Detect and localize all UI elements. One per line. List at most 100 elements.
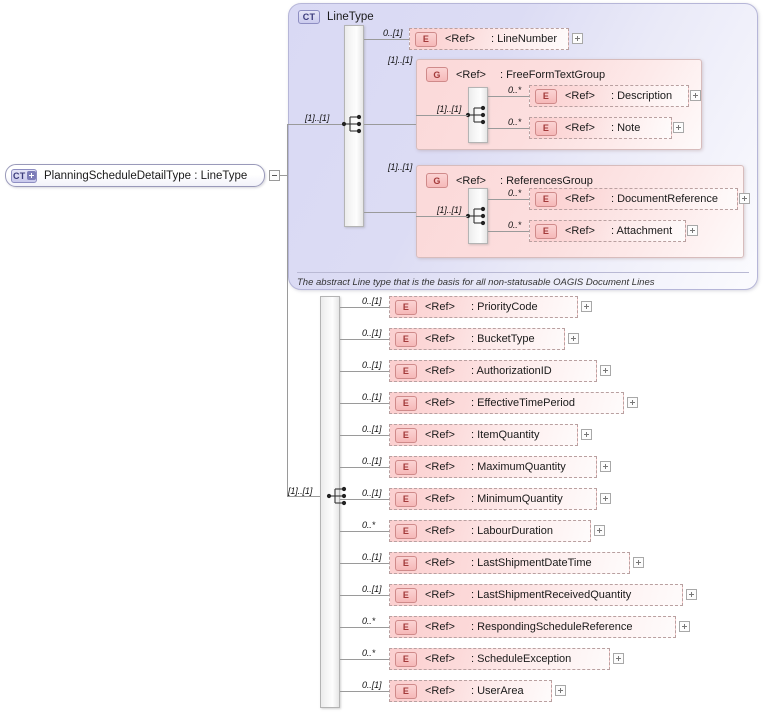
expand-plus-icon[interactable] <box>626 397 638 408</box>
expand-plus-icon[interactable] <box>572 33 583 44</box>
element-ref-text: <Ref> <box>565 90 595 102</box>
element-badge: E <box>395 331 417 347</box>
group-badge: G <box>426 67 448 82</box>
expand-plus-icon[interactable] <box>673 122 684 133</box>
element-ref-text: <Ref> <box>425 461 455 473</box>
element-ref-text: <Ref> <box>425 589 455 601</box>
cardinality-label: 0..[1] <box>362 552 382 562</box>
element-name: : Note <box>611 122 641 134</box>
group-ref-text: <Ref> <box>456 174 486 187</box>
element-ref-labourduration[interactable]: E<Ref>: LabourDuration <box>389 520 591 542</box>
connector <box>280 175 287 176</box>
expand-plus-icon[interactable] <box>687 225 698 236</box>
cardinality-label: 0..[1] <box>362 456 382 466</box>
ct-title: LineType <box>327 11 374 23</box>
element-name: : ScheduleException <box>471 653 572 665</box>
element-name: : MaximumQuantity <box>471 461 566 473</box>
connector <box>287 124 288 496</box>
ct-header: CT LineType <box>298 10 374 24</box>
element-ref-minimumquantity[interactable]: E<Ref>: MinimumQuantity <box>389 488 598 510</box>
element-name: : LineNumber <box>491 33 558 45</box>
element-ref-itemquantity[interactable]: E<Ref>: ItemQuantity <box>389 424 578 446</box>
cardinality-label: 0..* <box>508 188 522 198</box>
element-badge: E <box>535 223 557 239</box>
cardinality-label: 0..[1] <box>362 584 382 594</box>
element-ref-lastshipmentdatetime[interactable]: E <Ref> : LastShipmentDateTime <box>389 552 631 574</box>
minus-toggle-icon[interactable] <box>269 170 280 181</box>
element-ref-text: <Ref> <box>445 33 475 45</box>
element-ref-respondingschedulereference[interactable]: E<Ref>: RespondingScheduleReference <box>389 616 676 638</box>
expand-plus-icon[interactable] <box>613 653 625 664</box>
connector <box>340 435 389 436</box>
element-ref-text: <Ref> <box>425 557 455 569</box>
expand-plus-icon[interactable] <box>600 461 612 472</box>
element-ref-documentreference[interactable]: E <Ref> : DocumentReference <box>529 188 738 210</box>
group-header: G <Ref> : ReferencesGroup <box>426 173 593 188</box>
connector <box>416 115 468 116</box>
element-ref-text: <Ref> <box>565 225 595 237</box>
element-ref-attachment[interactable]: E <Ref> : Attachment <box>529 220 686 242</box>
connector <box>340 659 389 660</box>
expand-plus-icon[interactable] <box>600 365 612 376</box>
element-badge: E <box>395 299 417 315</box>
element-ref-description[interactable]: E <Ref> : Description <box>529 85 689 107</box>
expand-plus-icon[interactable] <box>678 621 690 632</box>
expand-plus-icon[interactable] <box>554 685 566 696</box>
connector <box>340 371 389 372</box>
cardinality-label: [1]..[1] <box>388 55 413 65</box>
expand-plus-icon[interactable] <box>580 429 592 440</box>
element-ref-text: <Ref> <box>425 333 455 345</box>
element-badge: E <box>415 31 437 47</box>
expand-plus-icon[interactable] <box>685 589 697 600</box>
cardinality-label: 0..* <box>508 220 522 230</box>
element-ref-effectivetimeperiod[interactable]: E<Ref>: EffectiveTimePeriod <box>389 392 624 414</box>
element-ref-text: <Ref> <box>425 685 455 697</box>
element-ref-text: <Ref> <box>425 653 455 665</box>
element-badge: E <box>395 683 417 699</box>
element-ref-buckettype[interactable]: E <Ref> : BucketType <box>389 328 565 350</box>
cardinality-label: 0..* <box>362 616 376 626</box>
cardinality-label: [1]..[1] <box>437 205 462 215</box>
element-ref-prioritycode[interactable]: E<Ref>: PriorityCode <box>389 296 578 318</box>
element-name: : RespondingScheduleReference <box>471 621 633 633</box>
element-ref-note[interactable]: E <Ref> : Note <box>529 117 672 139</box>
connector <box>364 39 409 40</box>
connector <box>287 124 345 125</box>
element-name: : ItemQuantity <box>471 429 540 441</box>
element-ref-linenumber[interactable]: E <Ref> : LineNumber <box>409 28 569 50</box>
cardinality-label: 0..[1] <box>362 424 382 434</box>
expand-plus-icon[interactable] <box>739 193 750 204</box>
element-ref-maximumquantity[interactable]: E<Ref>: MaximumQuantity <box>389 456 598 478</box>
expand-plus-icon[interactable] <box>633 557 645 568</box>
element-ref-scheduleexception[interactable]: E <Ref> : ScheduleException <box>389 648 611 670</box>
element-badge: E <box>395 651 417 667</box>
element-name: : LastShipmentReceivedQuantity <box>471 589 632 601</box>
connector <box>340 595 389 596</box>
element-ref-lastshipmentreceivedquantity[interactable]: E<Ref>: LastShipmentReceivedQuantity <box>389 584 683 606</box>
expand-plus-icon[interactable] <box>600 493 612 504</box>
root-complex-type-node[interactable]: CT PlanningScheduleDetailType : LineType <box>5 164 265 187</box>
element-badge: E <box>395 363 417 379</box>
element-ref-userarea[interactable]: E<Ref>: UserArea <box>389 680 552 702</box>
element-ref-text: <Ref> <box>565 193 595 205</box>
element-badge: E <box>395 555 417 571</box>
group-name: : FreeFormTextGroup <box>499 68 606 81</box>
expand-plus-icon[interactable] <box>580 301 592 312</box>
element-name: : BucketType <box>471 333 535 345</box>
element-name: : LastShipmentDateTime <box>471 557 592 569</box>
element-ref-authorizationid[interactable]: E<Ref>: AuthorizationID <box>389 360 598 382</box>
sequence-icon <box>465 105 486 125</box>
expand-plus-icon[interactable] <box>567 333 579 344</box>
connector <box>340 499 389 500</box>
element-ref-text: <Ref> <box>425 621 455 633</box>
element-badge: E <box>395 523 417 539</box>
cardinality-label: [1]..[1] <box>437 104 462 114</box>
connector <box>287 496 327 497</box>
ct-badge-text: CT <box>13 170 26 181</box>
cardinality-label: 0..[1] <box>383 28 403 38</box>
element-name: : MinimumQuantity <box>471 493 563 505</box>
expand-plus-icon[interactable] <box>690 90 701 101</box>
expand-plus-icon[interactable] <box>593 525 605 536</box>
connector <box>364 124 416 125</box>
